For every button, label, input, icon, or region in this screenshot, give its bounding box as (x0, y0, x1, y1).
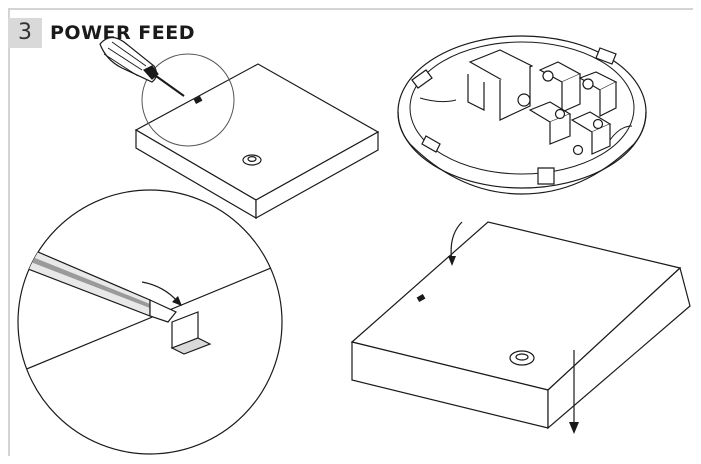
magnifier-circle (18, 190, 282, 454)
direction-arrow-head (172, 296, 182, 306)
cover-large-right-face (548, 268, 690, 428)
cover-edge-line (0, 256, 300, 380)
direction-arrow-icon (569, 350, 579, 434)
magnified-detail (0, 190, 300, 454)
cover-large-hole (510, 351, 534, 365)
cover-box-closed (136, 64, 378, 218)
cover-large-slot (417, 295, 424, 301)
base-tab (538, 168, 554, 184)
instruction-frame (8, 8, 693, 456)
base-tab (412, 70, 432, 88)
terminal-block (468, 50, 616, 154)
screwdriver-blade-tip (150, 300, 176, 322)
cover-right-face (256, 132, 378, 218)
base-tab (596, 48, 616, 64)
direction-arrow-icon (448, 222, 462, 266)
cover-slot-closeup (172, 312, 210, 354)
cover-slot (194, 97, 201, 103)
terminal-screws (518, 71, 603, 155)
cover-top-face (136, 64, 378, 200)
cover-center-hole (243, 155, 261, 165)
screwdriver-icon (100, 37, 184, 96)
mounting-base (398, 36, 646, 194)
detail-callout-circle (142, 54, 234, 146)
base-lower-wall (398, 112, 646, 194)
base-tab (422, 136, 440, 152)
screwdriver-shaft-closeup (18, 240, 176, 322)
cover-box-large (352, 222, 690, 428)
screwdriver-ferrule (144, 66, 158, 79)
step-number-badge: 3 (8, 18, 42, 48)
screwdriver-shaft (156, 76, 184, 96)
step-title: POWER FEED (50, 22, 195, 44)
